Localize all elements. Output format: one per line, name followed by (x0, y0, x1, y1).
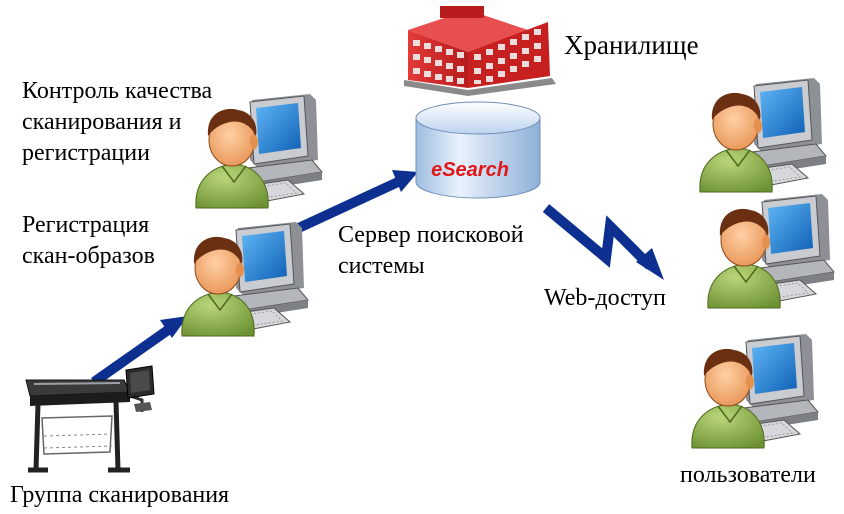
arrow-scanner-to-registration (91, 316, 188, 387)
storage-label: Хранилище (564, 30, 699, 60)
quality-control-label-line1: Контроль качества (22, 78, 213, 104)
user-workstation-icon (691, 333, 819, 449)
arrow-web-access-lightning (542, 204, 664, 280)
users-label: пользователи (680, 462, 816, 488)
registration-label-line2: скан-образов (22, 243, 155, 269)
user-workstation-icon (707, 193, 835, 309)
quality-control-workstation-icon (195, 93, 323, 209)
registration-workstation-icon (181, 221, 309, 337)
wide-format-scanner-icon (25, 365, 155, 473)
user-workstation-icon (699, 77, 827, 193)
web-access-label: Web-доступ (544, 285, 666, 311)
arrow-registration-to-server (287, 170, 418, 237)
quality-control-label-line2: сканирования и (22, 109, 182, 135)
scan-group-label: Группа сканирования (10, 482, 230, 508)
database-cylinder-icon: eSearch (415, 101, 541, 199)
office-building-icon (404, 6, 556, 96)
registration-label-line1: Регистрация (22, 212, 150, 238)
server-label-line2: системы (338, 253, 425, 279)
server-label-line1: Сервер поисковой (338, 222, 524, 248)
flow-arrows (91, 170, 664, 387)
users-group (691, 77, 835, 449)
quality-control-label-line3: регистрации (22, 140, 150, 166)
database-label: eSearch (431, 159, 509, 181)
